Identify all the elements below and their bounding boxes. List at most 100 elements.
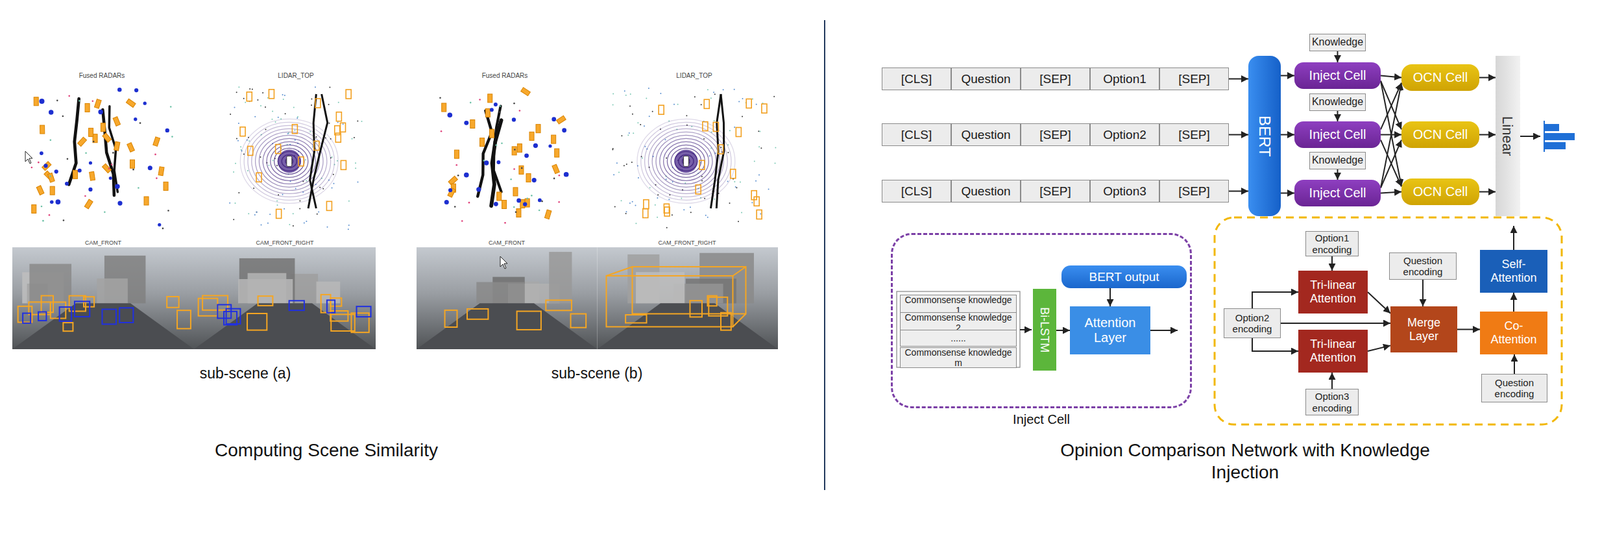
- node-label: Question: [960, 127, 1011, 143]
- lidar-point: [238, 122, 240, 124]
- object-box: [41, 295, 54, 313]
- lidar-point: [297, 116, 299, 118]
- lidar-point: [233, 106, 235, 108]
- encoding-box: Question encoding: [1481, 373, 1548, 403]
- radar-point: [511, 117, 516, 122]
- lidar-point: [673, 103, 675, 106]
- object-box: [570, 314, 587, 328]
- object-box: [112, 116, 121, 127]
- lidar-point: [659, 92, 662, 95]
- lidar-point: [299, 207, 301, 209]
- object-box: [298, 157, 304, 167]
- node-label: Option3 encoding: [1309, 390, 1355, 414]
- node-label: OCN Cell: [1413, 127, 1468, 143]
- camera-title: CAM_FRONT_RIGHT: [255, 239, 314, 246]
- object-box: [42, 161, 52, 171]
- lidar-point: [707, 88, 709, 91]
- knowledge-box: Knowledge: [1309, 33, 1366, 52]
- object-box: [703, 99, 710, 109]
- radar-point: [548, 144, 552, 148]
- object-box: [511, 146, 517, 156]
- radar-point: [516, 198, 522, 204]
- lidar-point: [713, 198, 716, 200]
- lidar-ring: [243, 121, 335, 200]
- object-box: [31, 204, 37, 213]
- lidar-point: [639, 123, 642, 126]
- node-label: Option2: [1103, 127, 1147, 143]
- lidar-point: [288, 223, 291, 226]
- object-box: [517, 144, 522, 153]
- lidar-ring: [674, 151, 698, 171]
- plot-title: LIDAR_TOP: [676, 72, 712, 80]
- object-box: [454, 149, 459, 159]
- radar-point: [439, 96, 442, 99]
- object-box: [330, 297, 342, 307]
- connector: [1280, 192, 1295, 194]
- object-box: [256, 172, 262, 182]
- lidar-ring: [648, 128, 724, 194]
- chart-axis: [1543, 120, 1545, 152]
- lidar-ring: [678, 154, 694, 168]
- radar-point: [537, 198, 542, 203]
- lidar-point: [612, 147, 614, 150]
- radar-point: [137, 186, 140, 189]
- lidar-plot: [611, 87, 776, 229]
- lidar-point: [304, 158, 307, 161]
- lidar-point: [284, 112, 287, 115]
- lidar-point: [310, 104, 313, 106]
- radar-point: [48, 214, 51, 217]
- radar-point: [461, 219, 464, 222]
- radar-point: [37, 161, 40, 164]
- lidar-point: [701, 179, 703, 182]
- radar-point: [165, 128, 170, 133]
- radar-point: [524, 153, 529, 158]
- lidar-point: [256, 211, 258, 213]
- sub-caption: sub-scene (a): [199, 364, 292, 382]
- radar-point: [563, 171, 570, 178]
- radar-point: [538, 209, 541, 212]
- object-box: [516, 208, 522, 218]
- ocn-cell: OCN Cell: [1401, 64, 1480, 91]
- lidar-point: [275, 121, 277, 123]
- object-box: [326, 201, 332, 211]
- lidar-point: [741, 97, 743, 100]
- node-label: Question encoding: [1393, 254, 1453, 278]
- lidar-point: [243, 97, 245, 100]
- lidar-point: [293, 129, 296, 132]
- lidar-point: [755, 103, 758, 106]
- node-label: [SEP]: [1178, 127, 1211, 143]
- lidar-point: [284, 94, 286, 97]
- radar-point: [509, 178, 512, 181]
- lidar-point: [641, 157, 643, 159]
- radar-point: [155, 177, 158, 180]
- camera-title: CAM_FRONT: [488, 239, 525, 246]
- radar-point: [513, 168, 516, 170]
- mouse-cursor: [25, 151, 33, 164]
- radar-point: [468, 201, 471, 204]
- radar-point: [519, 109, 522, 112]
- road-line: [477, 110, 492, 197]
- radar-point: [56, 99, 59, 102]
- radar-point: [557, 201, 560, 204]
- arrow-line: [1150, 329, 1178, 331]
- radar-point: [513, 148, 516, 151]
- lidar-point: [677, 103, 679, 106]
- radar-box: [226, 308, 241, 324]
- radar-point: [515, 210, 518, 213]
- lidar-point: [310, 98, 313, 100]
- node-label: Linear: [1499, 116, 1516, 156]
- radar-point: [463, 172, 470, 178]
- object-box: [718, 144, 724, 154]
- object-box: [88, 127, 94, 137]
- lidar-point: [648, 115, 651, 117]
- object-box: [447, 187, 456, 198]
- radar-point: [48, 109, 54, 115]
- node-label: Co-Attention: [1483, 319, 1545, 346]
- camera-frame: [416, 247, 598, 350]
- lidar-ring: [652, 131, 720, 191]
- lidar-point: [694, 96, 696, 98]
- lidar-point: [322, 188, 324, 190]
- inject-cell: Inject Cell: [1294, 62, 1381, 89]
- radar-point: [147, 165, 153, 170]
- lidar-point: [271, 110, 274, 112]
